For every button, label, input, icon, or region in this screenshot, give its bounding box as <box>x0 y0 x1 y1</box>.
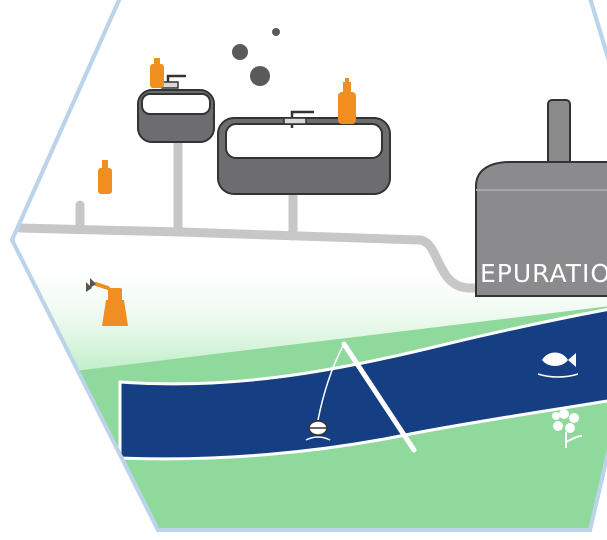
small-sink-icon <box>137 74 215 143</box>
flower-icon <box>552 409 583 448</box>
river <box>118 298 607 461</box>
plant-label: EPURATION <box>480 259 607 288</box>
fish-icon <box>537 352 579 378</box>
fishing-float-icon <box>305 420 331 441</box>
soap-bottle-icon <box>338 78 356 124</box>
large-sink-icon <box>217 110 391 195</box>
hexagon-content: EPURATION <box>12 28 607 530</box>
purification-plant-icon: EPURATION <box>475 99 607 297</box>
soap-bottle-icon <box>150 58 164 88</box>
fishing-rod-icon <box>317 341 417 453</box>
bubble-icon <box>232 28 280 86</box>
plant-sprig-icon <box>86 278 96 292</box>
spray-bottle-icon <box>94 282 128 326</box>
soap-bottle-icon <box>98 160 112 194</box>
hexagon-border <box>9 0 607 532</box>
